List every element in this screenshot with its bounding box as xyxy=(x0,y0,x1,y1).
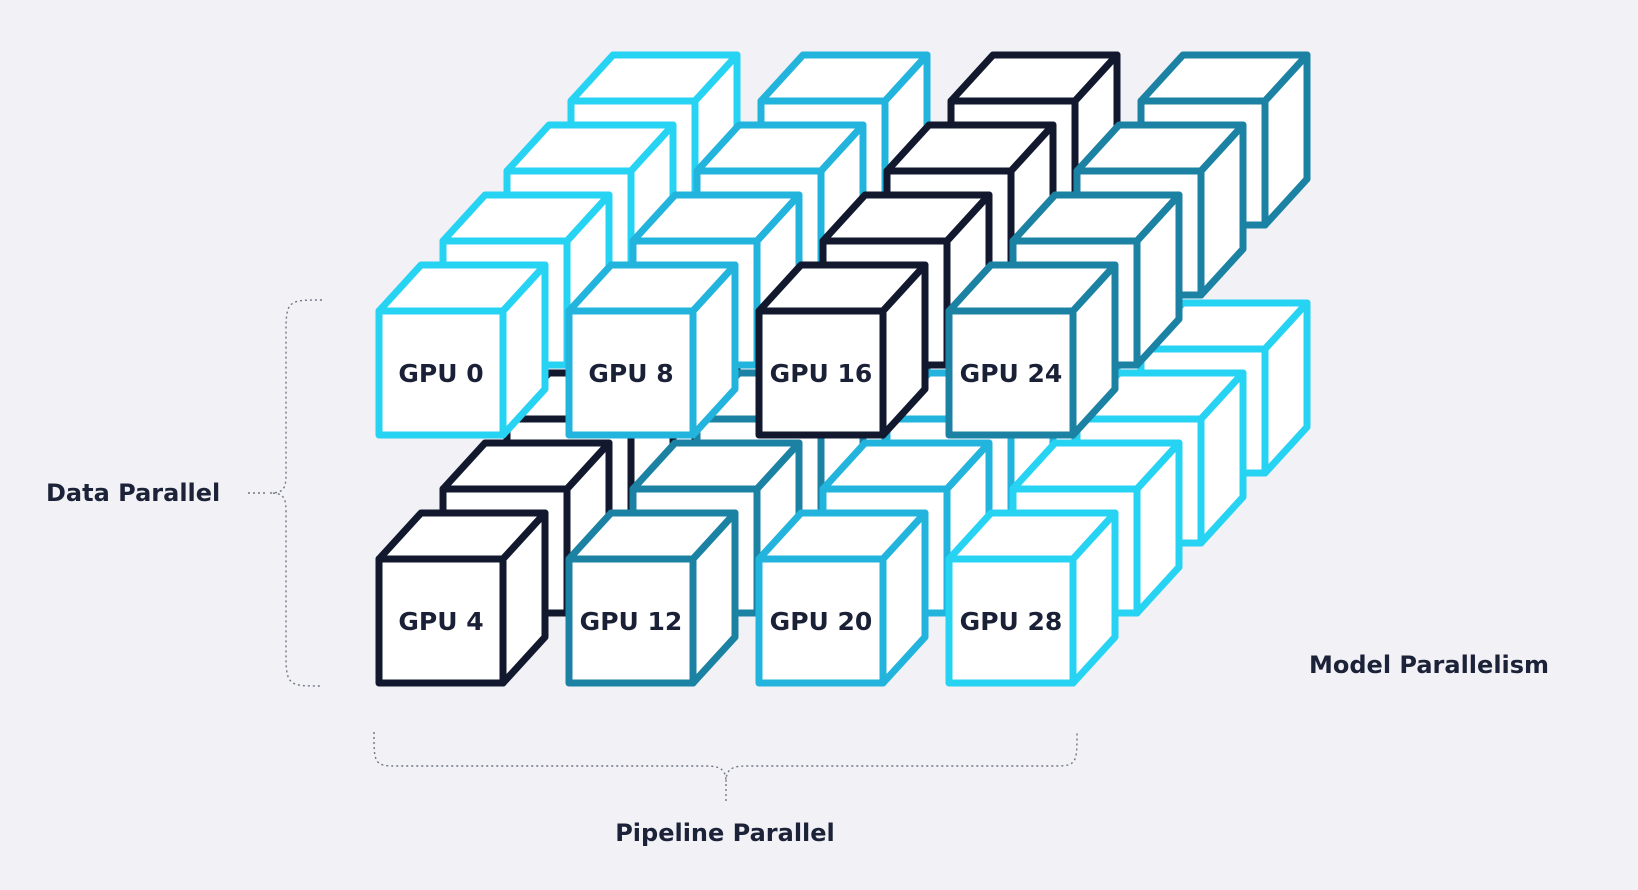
pipeline-parallel-brace xyxy=(373,731,1078,783)
gpu-label: GPU 12 xyxy=(580,607,683,636)
gpu-cube-gpu16: GPU 16 xyxy=(755,261,929,439)
cube-front-face xyxy=(565,555,697,687)
gpu-cube-gpu20: GPU 20 xyxy=(755,509,929,687)
gpu-cube-gpu8: GPU 8 xyxy=(565,261,739,439)
gpu-cube-gpu12: GPU 12 xyxy=(565,509,739,687)
gpu-label: GPU 8 xyxy=(588,359,673,388)
gpu-label: GPU 28 xyxy=(960,607,1063,636)
cube-front-face xyxy=(565,307,697,439)
gpu-cube-gpu28: GPU 28 xyxy=(945,509,1119,687)
model-parallelism-label: Model Parallelism xyxy=(1309,651,1549,679)
cube-front-face xyxy=(945,555,1077,687)
pipeline-parallel-label: Pipeline Parallel xyxy=(615,819,835,847)
cube-front-face xyxy=(755,555,887,687)
gpu-label: GPU 0 xyxy=(398,359,483,388)
cube-grid: GPU 24 GPU 16 GPU 8 GPU 0 GPU 28 GPU 20 GPU 12… xyxy=(375,51,1311,687)
gpu-cube-gpu24: GPU 24 xyxy=(945,261,1119,439)
gpu-label: GPU 20 xyxy=(770,607,873,636)
gpu-label: GPU 24 xyxy=(960,359,1063,388)
cube-front-face xyxy=(375,307,507,439)
cube-front-face xyxy=(755,307,887,439)
gpu-label: GPU 16 xyxy=(770,359,873,388)
gpu-cube-gpu4: GPU 4 xyxy=(375,509,549,687)
gpu-label: GPU 4 xyxy=(398,607,483,636)
data-parallel-label: Data Parallel xyxy=(46,479,220,507)
gpu-cube-gpu0: GPU 0 xyxy=(375,261,549,439)
data-parallel-brace xyxy=(269,299,323,687)
cube-front-face xyxy=(945,307,1077,439)
cube-front-face xyxy=(375,555,507,687)
